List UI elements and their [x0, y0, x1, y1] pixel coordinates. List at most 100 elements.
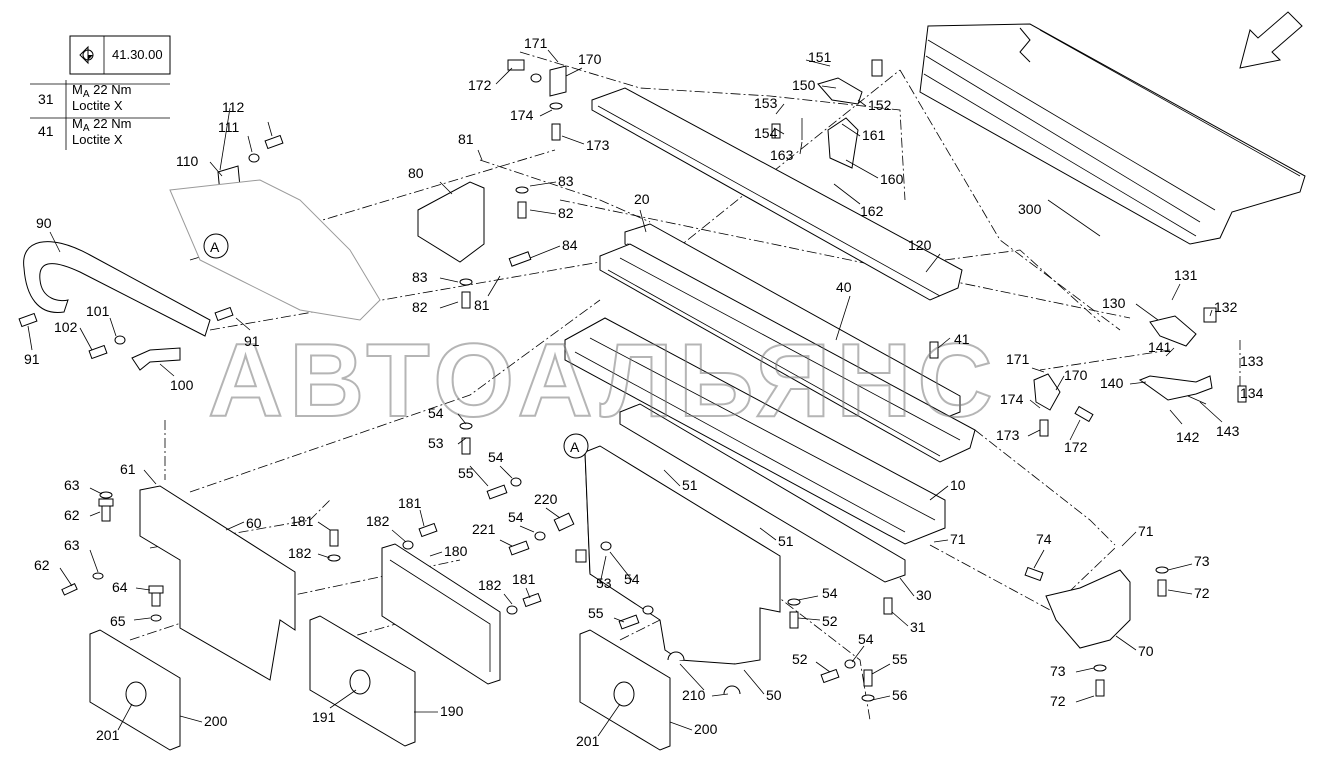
label-54-a: 54 — [428, 405, 444, 421]
label-54-f: 54 — [858, 631, 874, 647]
label-134: 134 — [1240, 385, 1264, 401]
label-220: 220 — [534, 491, 558, 507]
screw-icon — [148, 585, 164, 622]
label-71-a: 71 — [1138, 523, 1154, 539]
ref-code: 41.30.00 — [112, 47, 163, 62]
part-60-panel — [139, 485, 296, 681]
part-labels: 171 170 172 174 173 151 150 153 152 154 … — [24, 35, 1264, 749]
label-182-c: 182 — [478, 577, 502, 593]
label-201-right: 201 — [576, 733, 600, 749]
label-61: 61 — [120, 461, 136, 477]
screw-icon — [508, 251, 532, 267]
label-173: 173 — [586, 137, 610, 153]
screw-icon — [1237, 385, 1247, 403]
screw-icon — [1074, 405, 1094, 423]
label-72-a: 72 — [1194, 585, 1210, 601]
label-111: 111 — [218, 119, 239, 135]
label-170-right: 170 — [1064, 367, 1088, 383]
label-60: 60 — [246, 515, 262, 531]
label-83-top: 83 — [558, 173, 574, 189]
label-83-bottom: 83 — [412, 269, 428, 285]
label-84: 84 — [562, 237, 578, 253]
screw-icon — [214, 306, 234, 322]
label-70: 70 — [1138, 643, 1154, 659]
label-161: 161 — [862, 127, 886, 143]
label-52-b: 52 — [792, 651, 808, 667]
screw-icon — [1093, 664, 1107, 697]
screw-icon — [18, 312, 38, 328]
screw-icon — [98, 498, 114, 522]
label-154: 154 — [754, 125, 778, 141]
label-91-right: 91 — [244, 333, 260, 349]
screw-icon — [508, 531, 546, 556]
row-2-torque-m: MA 22 Nm — [72, 116, 131, 134]
label-40: 40 — [836, 279, 852, 295]
watermark: АВТОАЛЬЯНС — [208, 323, 999, 439]
part-160-lever — [827, 117, 859, 169]
label-100: 100 — [170, 377, 194, 393]
label-140: 140 — [1100, 375, 1124, 391]
label-102: 102 — [54, 319, 78, 335]
part-80-bracket — [417, 181, 485, 263]
label-142: 142 — [1176, 429, 1200, 445]
label-52-a: 52 — [822, 613, 838, 629]
label-172: 172 — [468, 77, 492, 93]
label-82-bottom: 82 — [412, 299, 428, 315]
label-181-c: 181 — [512, 571, 536, 587]
label-151: 151 — [808, 49, 832, 65]
label-51-b: 51 — [778, 533, 794, 549]
direction-arrow-icon — [1239, 11, 1303, 69]
screw-icon — [618, 605, 654, 630]
label-200-left: 200 — [204, 713, 228, 729]
label-181-a: 181 — [398, 495, 422, 511]
label-55-a: 55 — [458, 465, 474, 481]
label-112: 112 — [222, 99, 245, 115]
label-55-c: 55 — [892, 651, 908, 667]
row-1-loctite: Loctite X — [72, 98, 123, 113]
washer-icon — [99, 491, 113, 499]
label-162: 162 — [860, 203, 884, 219]
label-143: 143 — [1216, 423, 1240, 439]
screw-icon — [929, 341, 939, 359]
label-174: 174 — [510, 107, 534, 123]
label-72-b: 72 — [1050, 693, 1066, 709]
marker-a-1: A — [203, 233, 229, 259]
label-171: 171 — [524, 35, 548, 51]
screw-icon — [327, 529, 341, 562]
label-90: 90 — [36, 215, 52, 231]
label-71-b: 71 — [950, 531, 966, 547]
label-73-a: 73 — [1194, 553, 1210, 569]
part-150-bracket — [817, 77, 863, 105]
label-131: 131 — [1174, 267, 1198, 283]
screw-icon — [506, 592, 542, 615]
label-174-right: 174 — [1000, 391, 1024, 407]
label-31: 31 — [910, 619, 926, 635]
screw-icon — [1039, 419, 1049, 437]
label-20: 20 — [634, 191, 650, 207]
label-56: 56 — [892, 687, 908, 703]
screw-icon — [61, 572, 104, 596]
label-54-c: 54 — [508, 509, 524, 525]
label-120: 120 — [908, 237, 932, 253]
label-153: 153 — [754, 95, 778, 111]
screw-icon — [883, 597, 893, 615]
screw-icon — [1024, 566, 1044, 582]
label-91-left: 91 — [24, 351, 40, 367]
screw-icon — [861, 669, 875, 702]
part-40-profile — [599, 243, 976, 463]
screw-icon — [507, 59, 542, 83]
part-200-block-right — [579, 629, 671, 751]
part-120-plate — [591, 87, 963, 301]
label-173-right: 173 — [996, 427, 1020, 443]
label-130: 130 — [1102, 295, 1126, 311]
label-55-b: 55 — [588, 605, 604, 621]
label-132: 132 — [1214, 299, 1238, 315]
label-210: 210 — [682, 687, 706, 703]
label-64: 64 — [112, 579, 128, 595]
row-1-torque-m: MA 22 Nm — [72, 82, 131, 100]
label-150: 150 — [792, 77, 816, 93]
screw-icon — [88, 335, 126, 360]
label-10: 10 — [950, 477, 966, 493]
label-152: 152 — [868, 97, 892, 113]
part-300-rail — [919, 23, 1306, 245]
